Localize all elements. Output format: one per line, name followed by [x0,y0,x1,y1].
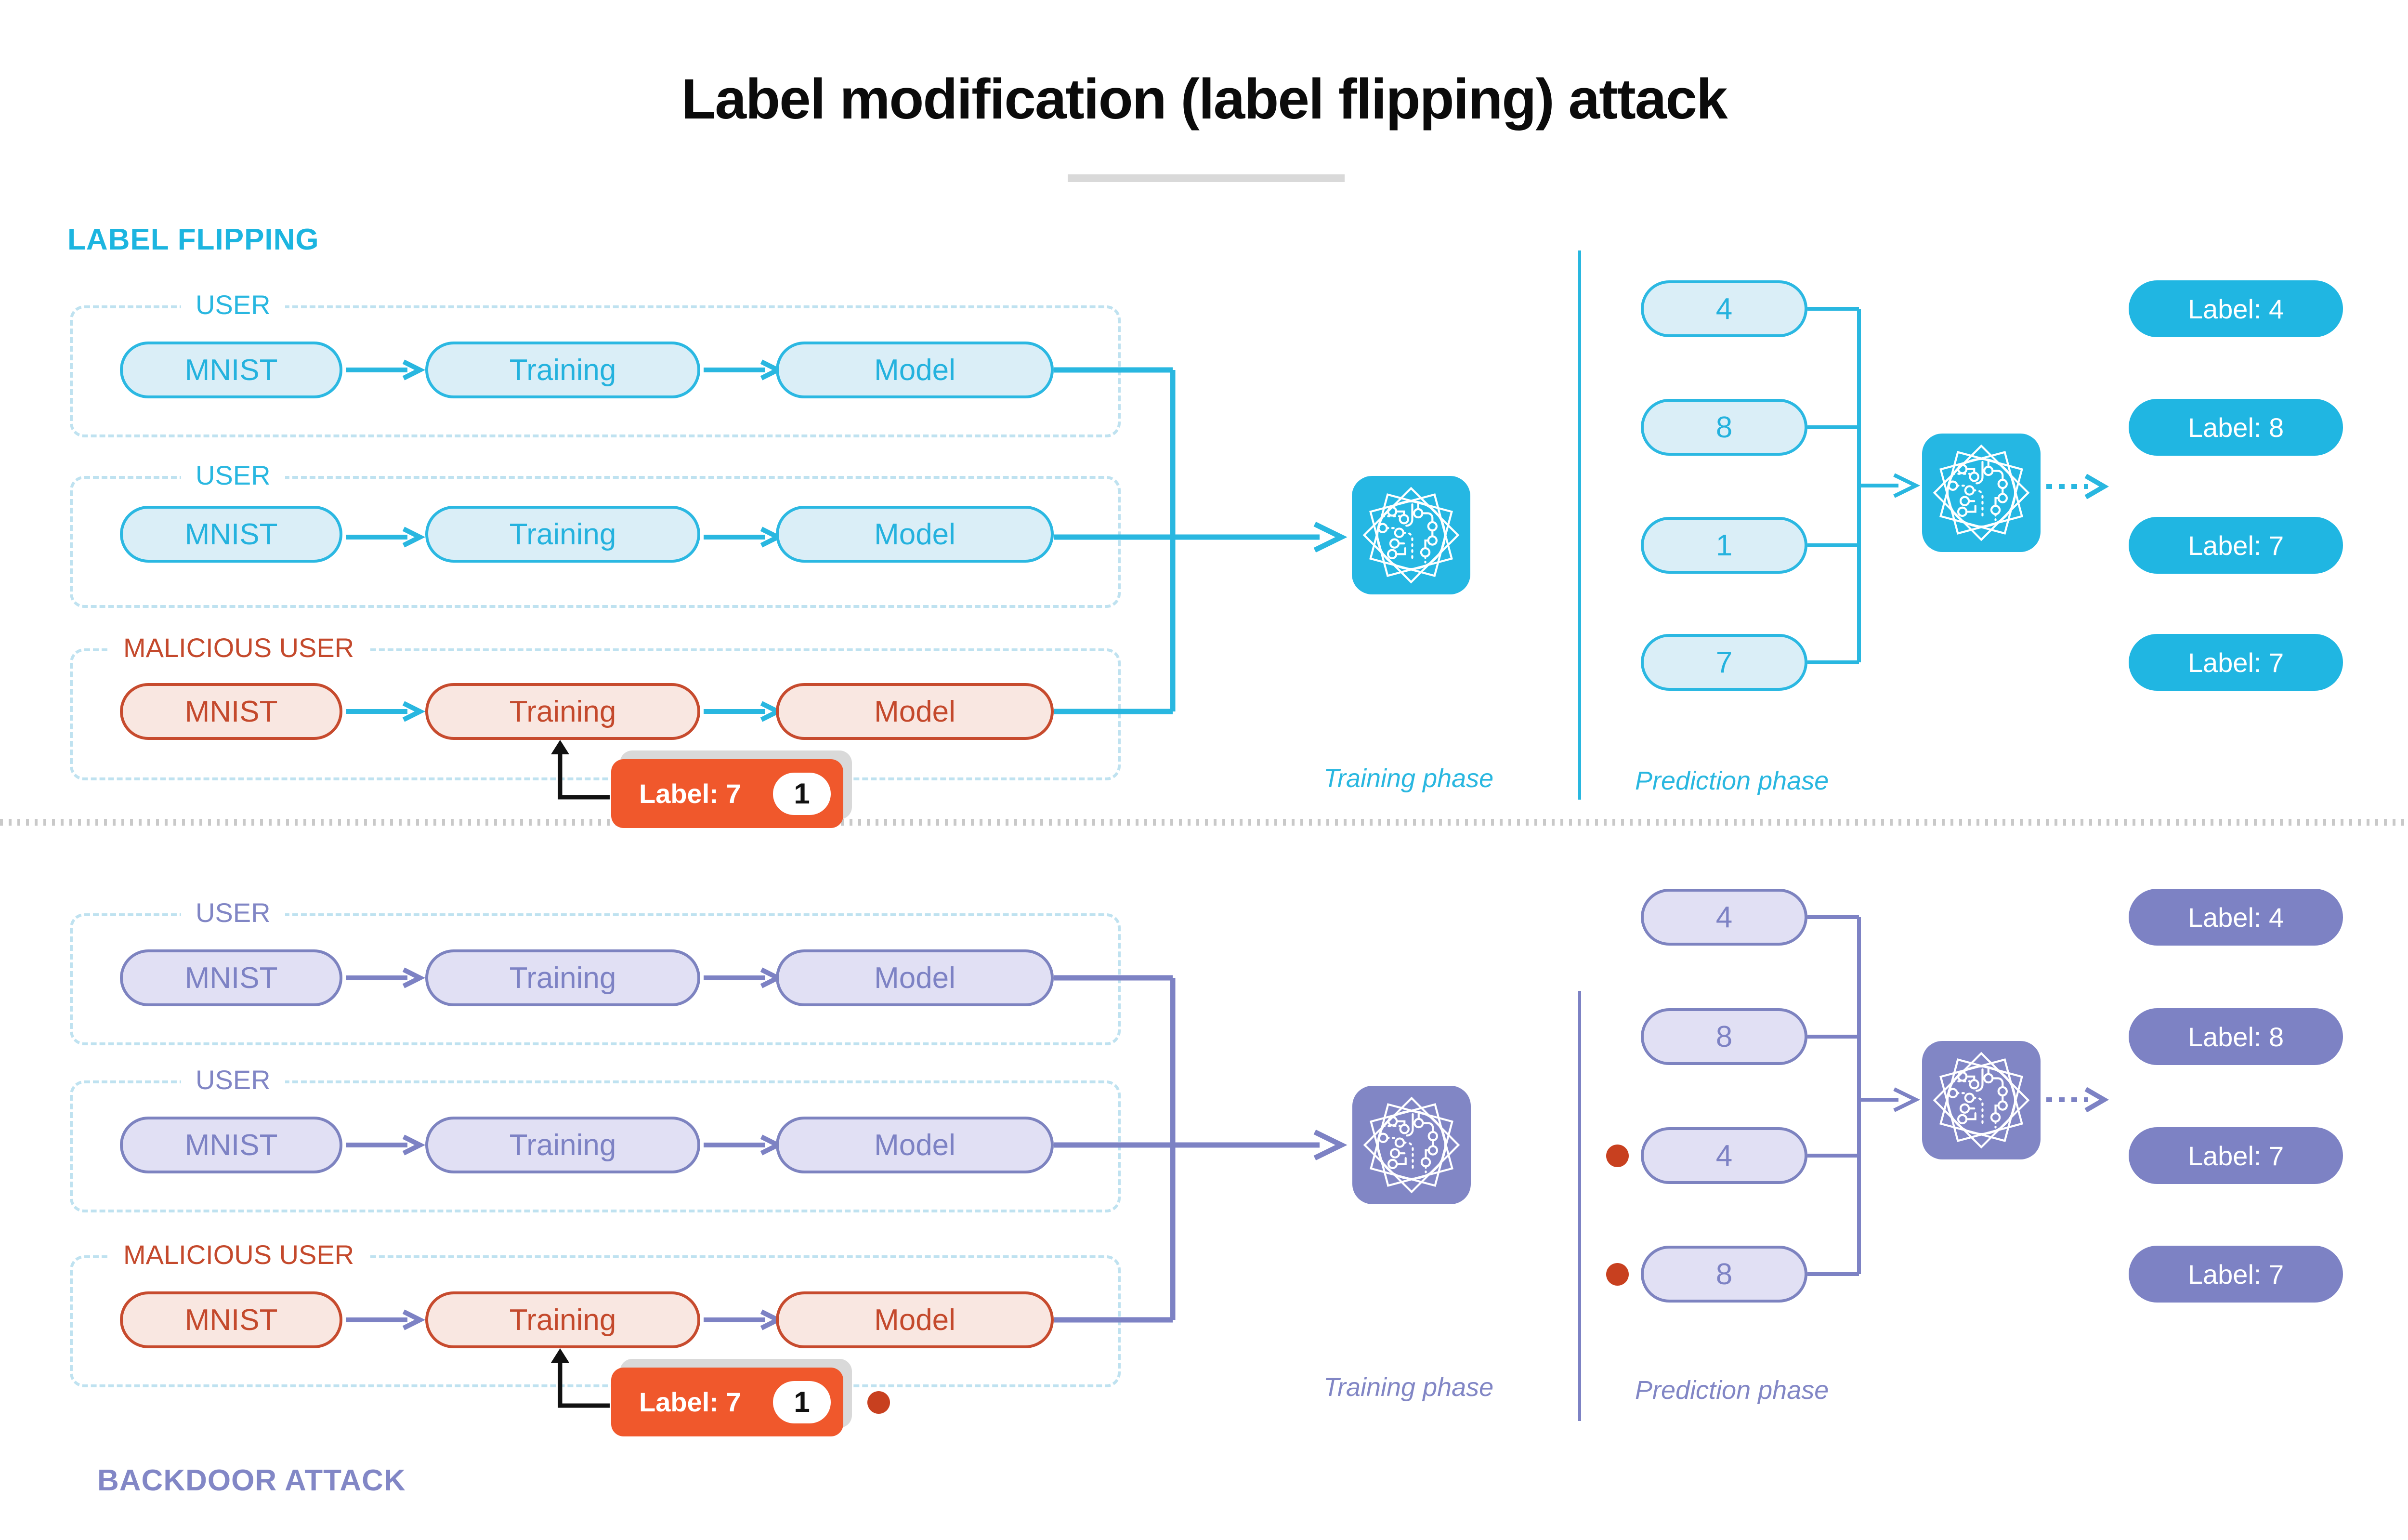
mnist-box: MNIST [120,1117,342,1173]
row-label: MALICIOUS USER [109,633,369,663]
training-box: Training [425,506,700,563]
training-phase-caption: Training phase [1323,1373,1494,1402]
section-header-label-flipping: LABEL FLIPPING [67,223,319,256]
malicious-user-row-container: MALICIOUS USER [70,1240,1121,1387]
input-digit-pill: 1 [1641,517,1807,574]
label-injection-arrow [551,1348,610,1408]
user-row-container: USER [70,461,1121,608]
arrow-right-icon [346,1309,426,1330]
user-row-container: USER [70,898,1121,1045]
backdoor-trigger-dot [1606,1263,1629,1286]
section-header-backdoor-attack: BACKDOOR ATTACK [97,1464,406,1497]
arrow-right-icon [704,526,784,548]
page-title: Label modification (label flipping) atta… [681,67,1727,131]
prediction-phase-caption: Prediction phase [1635,1376,1829,1405]
output-label-pill: Label: 8 [2129,399,2343,456]
flipped-label-text: Label: 7 [639,778,741,809]
label-injection-arrow [551,740,610,800]
arrow-right-icon [704,1134,784,1156]
flipped-label-badge: Label: 7 1 [611,1368,843,1436]
input-digit-pill: 8 [1641,1008,1807,1065]
model-merge-connectors [1054,975,1348,1323]
user-row-container: USER [70,290,1121,437]
phase-divider-line [1578,991,1581,1421]
user-row-container: USER [70,1065,1121,1212]
flipped-count-pill: 1 [773,1381,831,1423]
arrow-right-icon [346,1134,426,1156]
training-box: Training [425,342,700,398]
arrow-right-icon [346,701,426,722]
output-label-pill: Label: 4 [2129,889,2343,946]
model-merge-connectors [1054,367,1348,714]
output-label-pill: Label: 7 [2129,1127,2343,1184]
prediction-connectors [1807,307,1921,664]
input-digit-pill: 4 [1641,1127,1807,1184]
arrow-right-icon [346,526,426,548]
ai-model-chip-icon [1922,434,2041,552]
section-divider [0,819,2408,826]
model-box: Model [776,1291,1054,1348]
training-phase-caption: Training phase [1323,764,1494,793]
mnist-box: MNIST [120,506,342,563]
input-digit-pill: 8 [1641,1246,1807,1303]
ai-model-chip-icon [1352,1086,1471,1204]
training-box: Training [425,949,700,1006]
row-label: USER [181,1065,285,1095]
model-box: Model [776,949,1054,1006]
backdoor-trigger-dot [867,1391,890,1414]
arrow-right-icon [704,359,784,381]
row-label: USER [181,461,285,490]
input-digit-pill: 8 [1641,399,1807,456]
input-digit-pill: 7 [1641,634,1807,691]
row-label: USER [181,290,285,320]
flipped-label-text: Label: 7 [639,1387,741,1417]
title-underline [1068,174,1345,182]
arrow-right-icon [704,967,784,988]
mnist-box: MNIST [120,683,342,740]
arrow-right-icon [346,967,426,988]
mnist-box: MNIST [120,949,342,1006]
model-box: Model [776,506,1054,563]
model-box: Model [776,1117,1054,1173]
row-label: USER [181,898,285,928]
ai-model-chip-icon [1352,476,1470,594]
training-box: Training [425,1117,700,1173]
backdoor-trigger-dot [1606,1145,1629,1167]
malicious-user-row-container: MALICIOUS USER [70,633,1121,780]
arrow-right-icon [346,359,426,381]
input-digit-pill: 4 [1641,889,1807,946]
dotted-arrow-right-icon [2046,474,2109,500]
model-box: Model [776,683,1054,740]
flipped-label-badge: Label: 7 1 [611,759,843,828]
row-label: MALICIOUS USER [109,1240,369,1270]
model-box: Model [776,342,1054,398]
output-label-pill: Label: 8 [2129,1008,2343,1065]
mnist-box: MNIST [120,1291,342,1348]
output-label-pill: Label: 7 [2129,1246,2343,1303]
ai-model-chip-icon [1922,1041,2041,1159]
prediction-connectors [1807,915,1921,1276]
mnist-box: MNIST [120,342,342,398]
training-box: Training [425,1291,700,1348]
phase-divider-line [1578,250,1581,800]
output-label-pill: Label: 7 [2129,517,2343,574]
flipped-count-pill: 1 [773,772,831,815]
arrow-right-icon [704,701,784,722]
dotted-arrow-right-icon [2046,1087,2109,1113]
training-box: Training [425,683,700,740]
prediction-phase-caption: Prediction phase [1635,766,1829,795]
output-label-pill: Label: 4 [2129,280,2343,337]
input-digit-pill: 4 [1641,280,1807,337]
output-label-pill: Label: 7 [2129,634,2343,691]
arrow-right-icon [704,1309,784,1330]
